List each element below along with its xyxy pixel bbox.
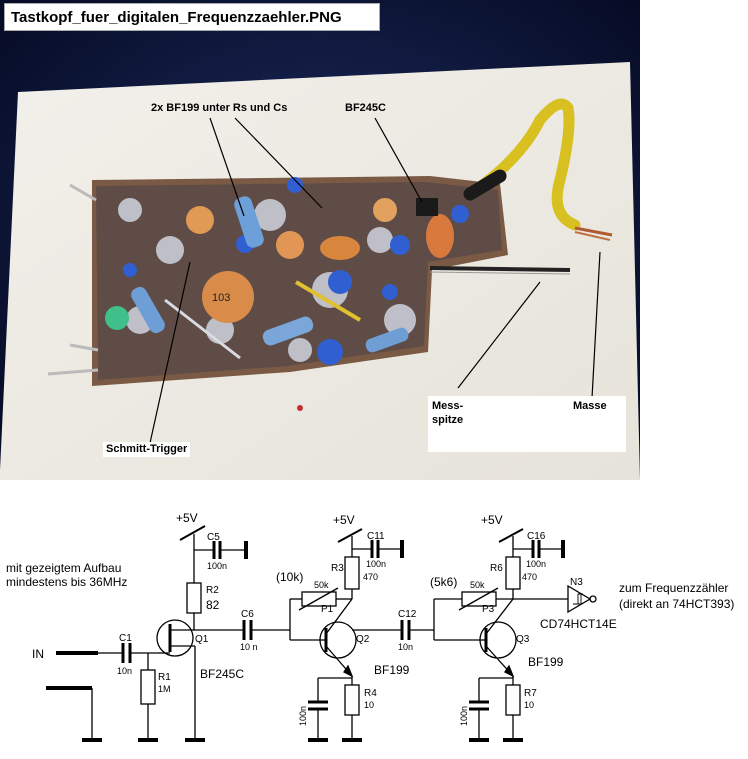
resistor-r6: [505, 556, 521, 590]
capacitor-c16: [531, 540, 541, 558]
capacitor-c12: [400, 620, 411, 640]
r7-value: 10: [524, 700, 534, 710]
c12-value: 10n: [398, 642, 413, 652]
q3-type: BF199: [528, 655, 564, 669]
pcb-board: 103: [47, 98, 613, 386]
r1-label: R1: [158, 672, 171, 683]
resistor-r7: [505, 684, 521, 716]
q3-label: Q3: [516, 634, 530, 645]
c12-label: C12: [398, 609, 417, 620]
supply-1-label: +5V: [176, 511, 198, 525]
c6-value: 10 n: [240, 642, 258, 652]
capacitor-emitter-3: [469, 700, 489, 711]
note-line-2: mindestens bis 36MHz: [6, 575, 127, 589]
r2-value: 82: [206, 598, 220, 612]
p3-setting: (5k6): [430, 575, 457, 589]
capacitor-marking: 103: [212, 292, 230, 304]
c11-label: C11: [367, 531, 385, 542]
resistor-r4: [344, 684, 360, 716]
q2-label: Q2: [356, 634, 370, 645]
q2-type: BF199: [374, 663, 410, 677]
capacitor-c1: [121, 643, 132, 663]
p1-setting: (10k): [276, 570, 303, 584]
label-box: [428, 396, 626, 452]
circuit-schematic: mit gezeigtem Aufbau mindestens bis 36MH…: [6, 511, 734, 742]
label-mess: Mess-: [432, 400, 464, 412]
input-label: IN: [32, 647, 44, 661]
pointer-lines: [149, 117, 601, 444]
q1-label: Q1: [195, 634, 209, 645]
r1-value: 1M: [158, 684, 171, 694]
label-bf245c: BF245C: [345, 102, 386, 114]
n3-label: N3: [570, 577, 583, 588]
r6-label: R6: [490, 563, 503, 574]
r6-value: 470: [522, 572, 537, 582]
r4-label: R4: [364, 688, 377, 699]
c5-label: C5: [207, 532, 220, 543]
label-masse: Masse: [573, 400, 607, 412]
resistor-r2: [186, 582, 202, 614]
supply-2-label: +5V: [333, 513, 355, 527]
label-bf199: 2x BF199 unter Rs und Cs: [151, 102, 288, 114]
transistor-q1: [156, 619, 196, 740]
capacitor-emitter-2: [308, 700, 328, 711]
output-line-1: zum Frequenzzähler: [619, 581, 728, 595]
supply-3-label: +5V: [481, 513, 503, 527]
r2-label: R2: [206, 585, 219, 596]
r3-value: 470: [363, 572, 378, 582]
schematic-panel: mit gezeigtem Aufbau mindestens bis 36MH…: [0, 480, 748, 754]
transistor-q3: [478, 598, 517, 678]
c16-value: 100n: [526, 559, 546, 569]
output-line-2: (direkt an 74HCT393): [619, 597, 734, 611]
p1-label: P1: [321, 604, 334, 615]
c1-value: 10n: [117, 666, 132, 676]
r4-value: 10: [364, 700, 374, 710]
r7-label: R7: [524, 688, 537, 699]
transistor-q2: [318, 598, 357, 678]
q1-type: BF245C: [200, 667, 244, 681]
label-spitze: spitze: [432, 414, 464, 426]
c6-label: C6: [241, 609, 254, 620]
label-schmitt-trigger: Schmitt-Trigger: [103, 442, 191, 457]
file-title: Tastkopf_fuer_digitalen_Frequenzzaehler.…: [11, 9, 342, 26]
c5-value: 100n: [207, 561, 227, 571]
photo-panel: 103 Tastkopf_fuer_digitalen_Frequenzzaeh…: [0, 0, 640, 480]
title-box: Tastkopf_fuer_digitalen_Frequenzzaehler.…: [4, 3, 380, 31]
note-line-1: mit gezeigtem Aufbau: [6, 561, 121, 575]
probe-photo: 103: [0, 0, 640, 480]
r3-label: R3: [331, 563, 344, 574]
resistor-r3: [344, 556, 360, 590]
c16-label: C16: [527, 531, 546, 542]
n3-type: CD74HCT14E: [540, 617, 617, 631]
p3-value: 50k: [470, 580, 485, 590]
emitter-cap-3-value: 100n: [459, 706, 469, 726]
schmitt-inverter-n3: [567, 584, 597, 614]
c1-label: C1: [119, 633, 132, 644]
p1-value: 50k: [314, 580, 329, 590]
capacitor-c11: [370, 540, 380, 558]
capacitor-c5: [212, 541, 222, 559]
emitter-cap-2-value: 100n: [298, 706, 308, 726]
resistor-r1: [140, 669, 156, 705]
p3-label: P3: [482, 604, 495, 615]
c11-value: 100n: [366, 559, 386, 569]
capacitor-c6: [242, 620, 253, 640]
